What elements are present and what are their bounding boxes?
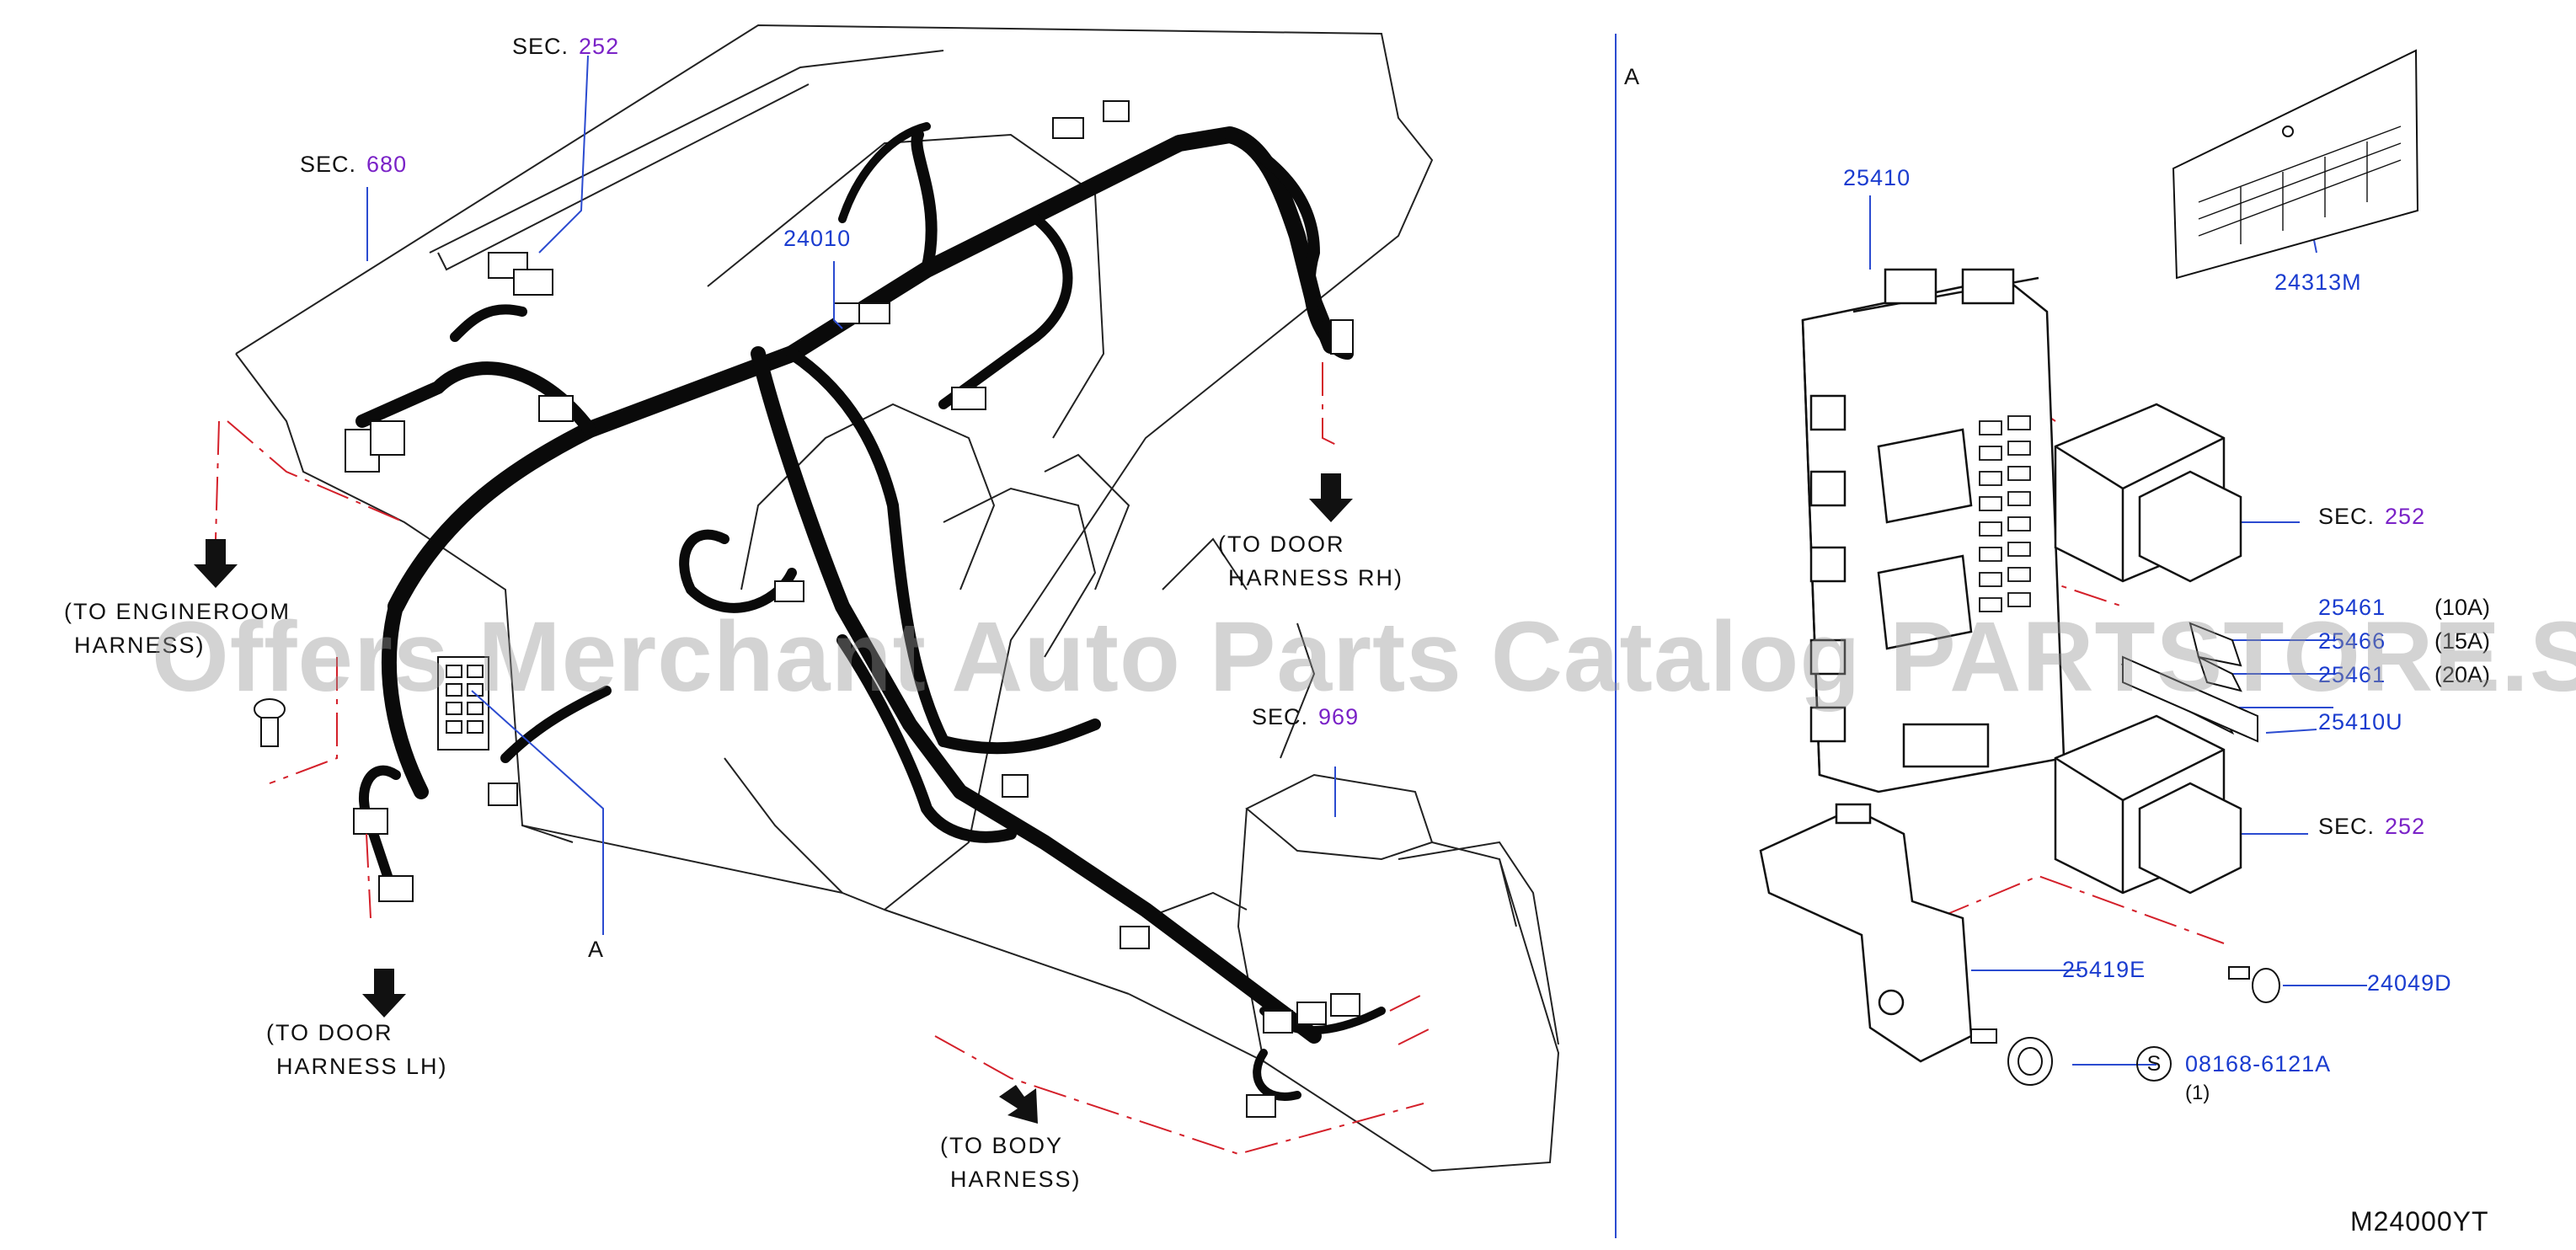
watermark: Offers Merchant Auto Parts Catalog PARTS… — [152, 601, 2576, 713]
amp-10a: (10A) — [2434, 595, 2491, 620]
arrow-down-icon — [362, 969, 406, 1018]
amp-15a: (15A) — [2434, 628, 2491, 654]
part-25419E[interactable]: 25419E — [2062, 957, 2146, 982]
part-24313M[interactable]: 24313M — [2274, 270, 2362, 295]
part-25461[interactable]: 25461 — [2318, 595, 2386, 620]
screw-08168 — [1970, 1028, 2053, 1086]
part-25410U[interactable]: 25410U — [2318, 709, 2403, 735]
fuse-box — [1801, 268, 2066, 793]
quantity: (1) — [2185, 1082, 2210, 1104]
bolt-icon — [254, 698, 286, 747]
sec-number[interactable]: 680 — [366, 152, 408, 177]
sec-number[interactable]: 252 — [579, 34, 620, 59]
sec-label-252-relay2: SEC.252 — [2318, 814, 2426, 839]
bracket — [1759, 803, 1973, 1063]
dashboard-outline — [235, 24, 1560, 1173]
view-a-marker-right: A — [1624, 64, 1640, 89]
part-25410[interactable]: 25410 — [1843, 165, 1911, 190]
part-08168-6121A[interactable]: 08168-6121A — [2185, 1051, 2332, 1076]
diagram-code: M24000YT — [2350, 1206, 2489, 1237]
sec-number[interactable]: 252 — [2385, 504, 2426, 529]
arrow-down-icon — [1309, 473, 1353, 522]
arrow-down-icon — [194, 539, 238, 588]
arrow-right-icon — [999, 1085, 1038, 1124]
wire-harness — [355, 122, 1386, 1101]
sec-label-252-relay1: SEC.252 — [2318, 504, 2426, 529]
part-24049D[interactable]: 24049D — [2367, 970, 2452, 996]
sec-number[interactable]: 969 — [1318, 704, 1360, 729]
fuse-puller — [2122, 655, 2258, 743]
part-24010[interactable]: 24010 — [783, 226, 852, 251]
s-mark: S — [2136, 1046, 2172, 1082]
connectors — [345, 100, 1360, 1118]
relay-1 — [2054, 403, 2242, 583]
relay-2 — [2054, 714, 2242, 895]
sec-label-969: SEC.969 — [1252, 704, 1360, 729]
fuse-block-mini — [437, 656, 489, 751]
view-a-marker-left: A — [588, 937, 604, 962]
sec-label-252-top: SEC.252 — [512, 34, 620, 59]
part-25461b[interactable]: 25461 — [2318, 662, 2386, 687]
harness-arrows — [194, 473, 1353, 1124]
sec-number[interactable]: 252 — [2385, 814, 2426, 839]
sec-label-680: SEC.680 — [300, 152, 408, 177]
bolt-24049D — [2228, 966, 2280, 1003]
part-25466[interactable]: 25466 — [2318, 628, 2386, 654]
amp-20a: (20A) — [2434, 662, 2491, 687]
label-plate — [2172, 49, 2419, 280]
